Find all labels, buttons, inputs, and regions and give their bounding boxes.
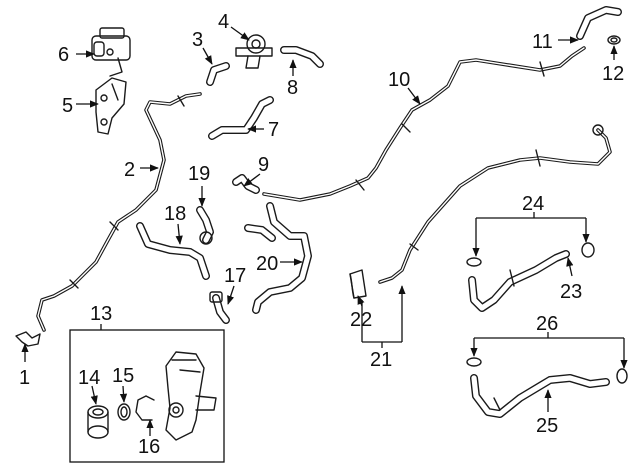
thermostat-housing <box>165 351 217 441</box>
callout-3: 3 <box>192 29 203 51</box>
part-3-hose <box>206 62 230 86</box>
callout-25: 25 <box>536 415 558 437</box>
callout-9: 9 <box>258 154 269 176</box>
part-17-fitting <box>209 291 230 324</box>
part-21-line <box>378 124 612 284</box>
part-19-hose <box>196 206 214 245</box>
callout-22: 22 <box>350 309 372 331</box>
part-15-oring <box>117 403 131 421</box>
callout-16: 16 <box>138 436 160 458</box>
callout-20: 20 <box>256 253 278 275</box>
callout-24: 24 <box>522 193 544 215</box>
callout-2: 2 <box>124 159 135 181</box>
callout-21: 21 <box>370 349 392 371</box>
part-25-pipe <box>470 374 610 418</box>
callout-13: 13 <box>90 303 112 325</box>
part-24-orings <box>466 242 595 267</box>
callout-11: 11 <box>532 31 553 53</box>
part-13-kit-box <box>69 329 225 463</box>
callout-15: 15 <box>112 365 134 387</box>
callout-23: 23 <box>560 281 582 303</box>
part-5-bracket <box>95 77 127 135</box>
callout-5: 5 <box>62 95 73 117</box>
part-1-clip <box>15 331 41 347</box>
part-14-sleeve <box>87 405 109 439</box>
callout-18: 18 <box>164 203 186 225</box>
callout-4: 4 <box>218 11 229 33</box>
callout-26: 26 <box>536 313 558 335</box>
part-4-fitting <box>235 34 273 69</box>
part-22-cap <box>349 269 367 299</box>
callout-6: 6 <box>58 44 69 66</box>
callout-12: 12 <box>602 63 624 85</box>
part-2-line <box>36 92 202 332</box>
callout-1: 1 <box>19 367 30 389</box>
callout-14: 14 <box>78 367 100 389</box>
part-16-clip <box>135 395 155 421</box>
part-10-line <box>262 46 586 202</box>
callout-labels: 1 2 3 4 5 6 7 8 9 10 11 12 13 14 15 16 1… <box>19 11 624 458</box>
part-18-hose <box>136 222 210 280</box>
part-26-orings <box>466 357 628 384</box>
leader-lines <box>21 26 628 436</box>
callout-17: 17 <box>224 265 246 287</box>
part-11-hose <box>576 6 622 40</box>
part-12-oring <box>607 35 621 45</box>
callout-10: 10 <box>388 69 410 91</box>
part-7-hose <box>208 96 274 140</box>
callout-19: 19 <box>188 163 210 185</box>
callout-7: 7 <box>268 119 279 141</box>
part-20-hose <box>244 202 312 314</box>
callout-8: 8 <box>287 77 298 99</box>
part-8-hose <box>280 46 324 68</box>
part-23-pipe <box>468 250 570 312</box>
part-6-valve <box>91 27 131 77</box>
